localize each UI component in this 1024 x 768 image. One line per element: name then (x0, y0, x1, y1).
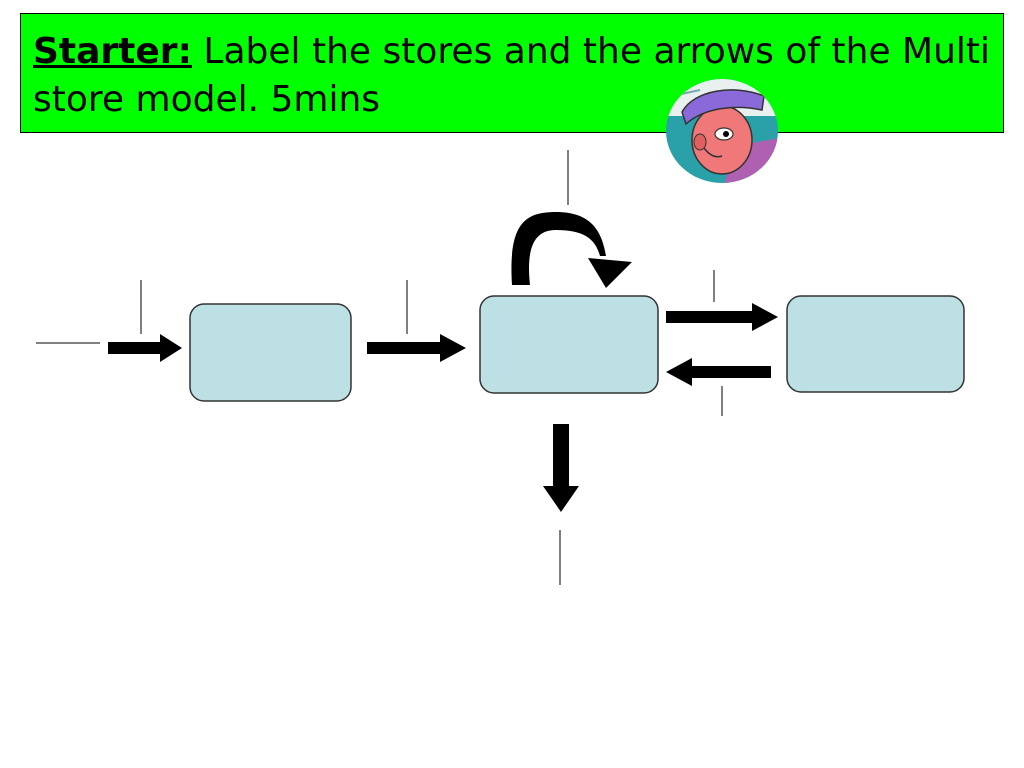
store-box-2 (479, 295, 659, 394)
instruction-text: Label the stores and the arrows of the M… (33, 31, 991, 120)
starter-label: Starter: (33, 31, 192, 72)
loop-arrow-head (588, 258, 632, 288)
transfer-arrow (367, 334, 466, 362)
input-arrow (108, 334, 182, 362)
starter-banner: Starter: Label the stores and the arrows… (20, 13, 1004, 133)
forward-arrow (666, 303, 778, 331)
output-arrow (543, 424, 579, 512)
cartoon-person-with-visor-icon (666, 79, 778, 183)
backward-arrow (666, 358, 771, 386)
store-box-3 (786, 295, 965, 393)
loop-arrow (511, 212, 606, 285)
store-box-1 (189, 303, 352, 402)
